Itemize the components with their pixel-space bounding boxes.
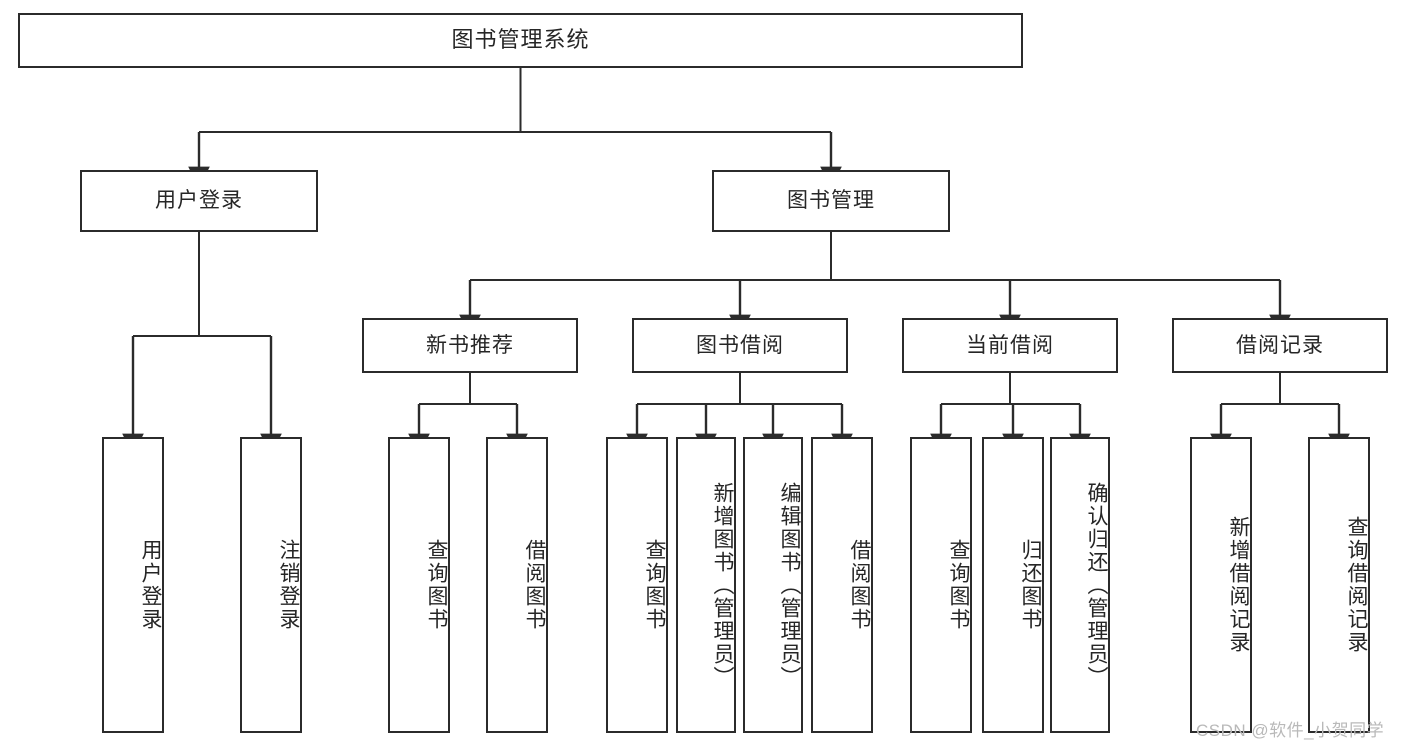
node-leaf-add-book[interactable]: 新增图书（管理员）	[676, 437, 736, 733]
node-borrow-record[interactable]: 借阅记录	[1172, 318, 1388, 373]
node-leaf-edit-book[interactable]: 编辑图书（管理员）	[743, 437, 803, 733]
edge-group	[122, 68, 1350, 456]
node-leaf-return-book[interactable]: 归还图书	[982, 437, 1044, 733]
node-new-book-recommend[interactable]: 新书推荐	[362, 318, 578, 373]
node-label: 查询图书	[425, 539, 448, 631]
node-label: 借阅图书	[523, 539, 546, 631]
csdn-watermark: CSDN @软件_小贺同学	[1196, 721, 1385, 740]
node-label: 新书推荐	[426, 333, 514, 357]
node-leaf-query-book-3[interactable]: 查询图书	[910, 437, 972, 733]
node-label: 查询图书	[947, 539, 970, 631]
node-label: 图书借阅	[696, 333, 784, 357]
node-root[interactable]: 图书管理系统	[18, 13, 1023, 68]
node-label: 借阅图书	[848, 539, 871, 631]
node-label: 用户登录	[155, 189, 243, 213]
node-book-borrow[interactable]: 图书借阅	[632, 318, 848, 373]
node-label: 图书管理系统	[451, 27, 590, 53]
node-label: 查询图书	[643, 539, 666, 631]
node-leaf-user-logout[interactable]: 注销登录	[240, 437, 302, 733]
node-label: 编辑图书（管理员）	[778, 481, 801, 689]
node-leaf-user-login[interactable]: 用户登录	[102, 437, 164, 733]
node-label: 新增图书（管理员）	[711, 481, 734, 689]
node-label: 归还图书	[1019, 539, 1042, 631]
node-book-manage[interactable]: 图书管理	[712, 170, 950, 232]
node-label: 当前借阅	[966, 333, 1054, 357]
node-leaf-query-record[interactable]: 查询借阅记录	[1308, 437, 1370, 733]
node-label: 查询借阅记录	[1345, 516, 1368, 654]
node-leaf-query-book-1[interactable]: 查询图书	[388, 437, 450, 733]
node-current-borrow[interactable]: 当前借阅	[902, 318, 1118, 373]
node-label: 注销登录	[277, 539, 300, 631]
node-leaf-query-book-2[interactable]: 查询图书	[606, 437, 668, 733]
node-label: 确认归还（管理员）	[1085, 481, 1108, 689]
node-user-login[interactable]: 用户登录	[80, 170, 318, 232]
node-leaf-confirm-return[interactable]: 确认归还（管理员）	[1050, 437, 1110, 733]
node-leaf-add-record[interactable]: 新增借阅记录	[1190, 437, 1252, 733]
node-leaf-borrow-book-2[interactable]: 借阅图书	[811, 437, 873, 733]
node-label: 借阅记录	[1236, 333, 1324, 357]
node-label: 用户登录	[139, 539, 162, 631]
node-leaf-borrow-book-1[interactable]: 借阅图书	[486, 437, 548, 733]
node-label: 新增借阅记录	[1227, 516, 1250, 654]
node-label: 图书管理	[787, 189, 875, 213]
